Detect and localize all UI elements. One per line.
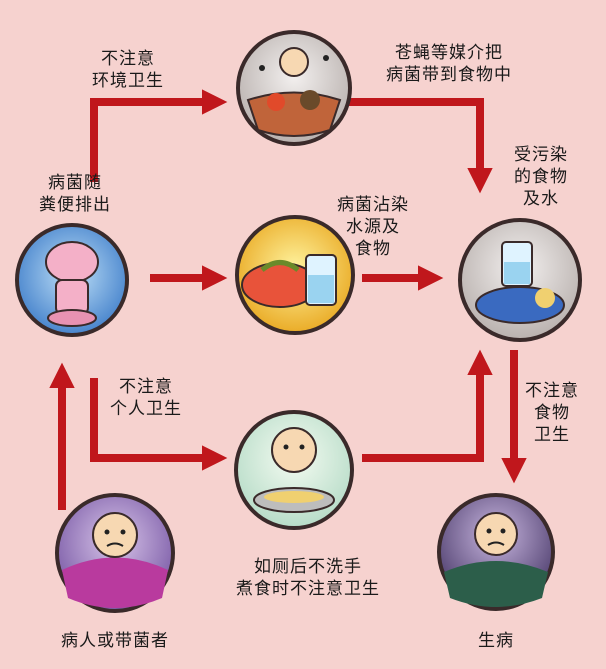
unwashed-hands-cooking-icon xyxy=(234,410,354,530)
node-label-toilet: 病菌随 粪便排出 xyxy=(39,173,111,215)
flies-on-food-icon xyxy=(236,30,352,146)
edge-label-environment-hygiene: 不注意 环境卫生 xyxy=(92,49,164,91)
arrow-hands-to-contaminated xyxy=(362,349,493,462)
edge-label-personal-hygiene: 不注意 个人卫生 xyxy=(110,377,182,419)
node-label-dirty-hands: 如厕后不洗手 煮食时不注意卫生 xyxy=(236,557,380,599)
edge-label-food-hygiene: 不注意 食物 卫生 xyxy=(525,381,579,445)
node-label-contaminated: 受污染 的食物 及水 xyxy=(514,145,568,209)
node-label-water-food: 病菌沾染 水源及 食物 xyxy=(337,195,409,259)
arrow-toilet-to-flies xyxy=(90,89,228,182)
arrow-flies-to-contaminated xyxy=(346,98,493,194)
contaminated-food-icon xyxy=(458,218,582,342)
arrow-toilet-to-hands xyxy=(90,378,228,471)
node-label-sick-person: 病人或带菌者 xyxy=(61,631,169,651)
node-label-flies: 苍蝇等媒介把 病菌带到食物中 xyxy=(386,43,512,85)
food-and-water-icon xyxy=(235,215,355,335)
sick-person-icon xyxy=(55,493,175,613)
ill-person-icon xyxy=(437,493,555,611)
node-label-ill: 生病 xyxy=(478,631,514,651)
toilet-icon xyxy=(15,223,129,337)
